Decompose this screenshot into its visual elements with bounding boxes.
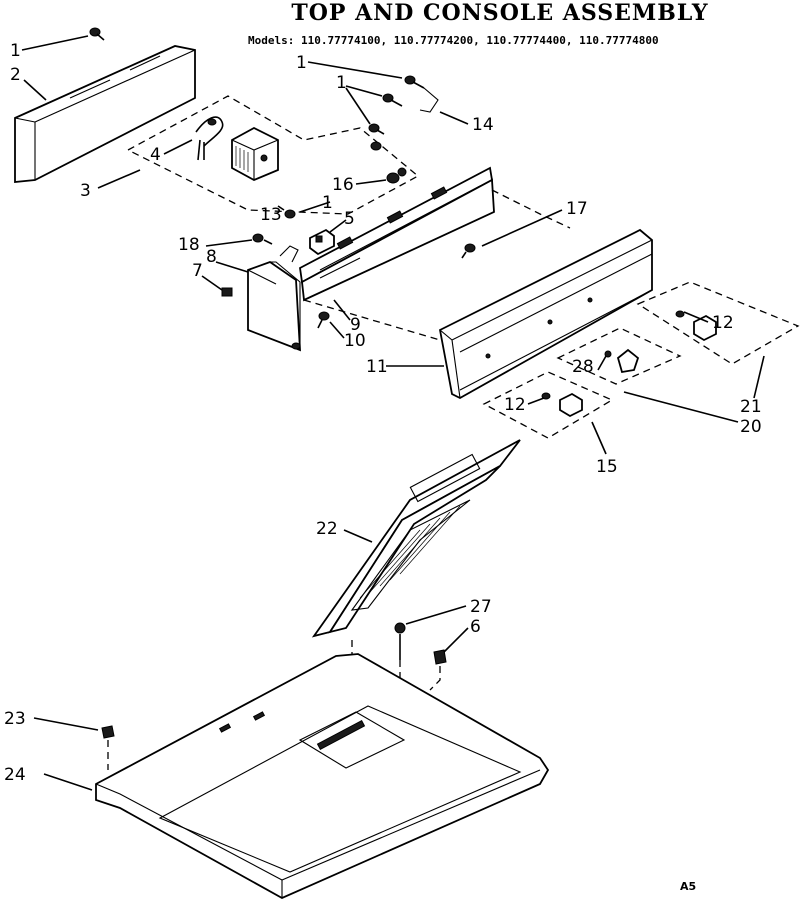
part-11-control-panel: [438, 228, 653, 400]
part-2-back-panel: [14, 45, 196, 183]
part-1-screws-center: [368, 75, 439, 151]
part-18-screw: [252, 233, 273, 245]
part-1-screw-a: [89, 27, 105, 41]
part-10-screw: [317, 311, 330, 329]
callout-5: 5: [344, 209, 355, 229]
callout-14: 14: [472, 115, 494, 135]
console-frame: [299, 166, 571, 341]
part-3-group: [127, 95, 420, 215]
part-20-knob-group: [556, 327, 682, 385]
callout-1: 1: [336, 73, 347, 93]
part-17-screw: [461, 243, 476, 259]
callout-8: 8: [206, 247, 217, 267]
diagram-title: TOP AND CONSOLE ASSEMBLY: [291, 0, 709, 26]
callout-11: 11: [366, 357, 388, 377]
callout-20: 20: [740, 417, 762, 437]
callout-labels: 1 2 3 4 1 1 14 16 1 13 5 17 18 8 7 9 10 …: [4, 41, 762, 893]
part-13-screw: [277, 205, 296, 219]
callout-18: 18: [178, 235, 200, 255]
part-27-screw: [394, 622, 406, 690]
page-reference: A5: [680, 880, 696, 893]
part-15-knob-group: [482, 371, 614, 439]
timer-motor: [231, 126, 279, 181]
models-list: 110.77774100, 110.77774200, 110.77774400…: [300, 34, 659, 47]
part-7-clip: [221, 287, 233, 297]
callout-3: 3: [80, 181, 91, 201]
callout-13: 13: [260, 205, 282, 225]
callout-15: 15: [596, 457, 618, 477]
part-22-lint-filter: [311, 439, 521, 700]
part-8-bracket: [247, 245, 301, 352]
callout-27: 27: [470, 597, 492, 617]
callout-22: 22: [316, 519, 338, 539]
part-6-clip: [429, 649, 447, 691]
callout-9: 9: [350, 315, 361, 335]
part-23-screw: [101, 725, 115, 770]
callout-1: 1: [296, 53, 307, 73]
callout-2: 2: [10, 65, 21, 85]
callout-7: 7: [192, 261, 203, 281]
callout-24: 24: [4, 765, 26, 785]
part-21-knob-group: [636, 281, 800, 365]
callout-23: 23: [4, 709, 26, 729]
callout-28: 28: [572, 357, 594, 377]
models-line: Models: 110.77774100, 110.77774200, 110.…: [248, 34, 659, 47]
callout-10: 10: [344, 331, 366, 351]
callout-16: 16: [332, 175, 354, 195]
callout-6: 6: [470, 617, 481, 637]
part-24-top-panel: [95, 653, 550, 900]
callout-17: 17: [566, 199, 588, 219]
part-4-wire-harness: [195, 116, 224, 147]
callout-21: 21: [740, 397, 762, 417]
part-16-clip: [386, 167, 407, 184]
part-5-switch: [309, 228, 335, 256]
callout-1: 1: [322, 193, 333, 213]
callout-1: 1: [10, 41, 21, 61]
callout-12: 12: [712, 313, 734, 333]
callout-4: 4: [150, 145, 161, 165]
callout-12: 12: [504, 395, 526, 415]
leader-lines: [21, 35, 765, 791]
models-label: Models:: [248, 34, 295, 47]
